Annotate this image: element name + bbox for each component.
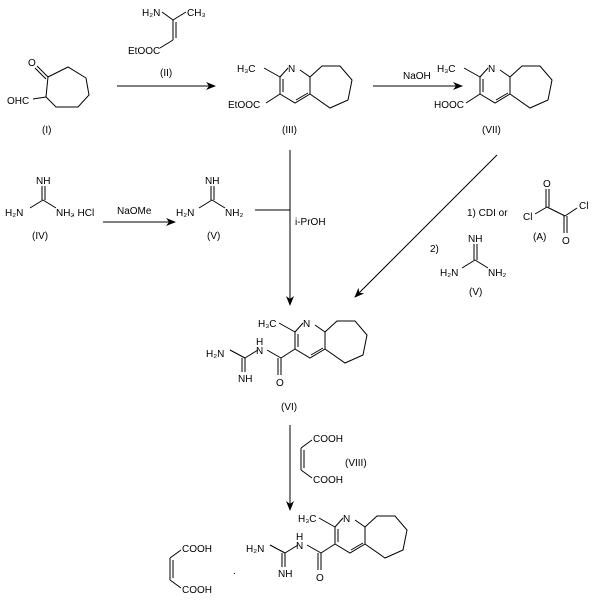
oxo-label: O (28, 58, 36, 69)
amine-label: H₂N (246, 544, 264, 555)
oxygen-label: O (543, 179, 551, 190)
amine-label: NH₂ (488, 268, 506, 279)
acid-label: COOH (182, 585, 212, 596)
compound-VI: H₃C N H₂N N H NH O (VI) (206, 319, 368, 413)
nitrogen-label: N (288, 64, 295, 75)
acid-label: COOH (313, 434, 343, 445)
step-2-label: 2) (430, 244, 439, 255)
amine-label: NH₂ (56, 208, 74, 219)
amine-label: H₂N (142, 8, 160, 19)
acid-label: COOH (182, 544, 212, 555)
acid-label: COOH (313, 475, 343, 486)
reagent-naoh: NaOH (403, 71, 431, 82)
reagent-iproh: i-PrOH (295, 217, 326, 228)
amine-label: H₂N (206, 349, 224, 360)
nitrogen-label: N (343, 514, 350, 525)
compound-label: (I) (42, 125, 51, 136)
methyl-label: H₃C (237, 64, 256, 75)
methyl-label: H₃C (258, 319, 277, 330)
reagent-naome: NaOMe (117, 206, 152, 217)
compound-V-reagent: NH H₂N NH₂ (V) (440, 234, 506, 298)
chlorine-label: Cl (579, 201, 588, 212)
compound-IV: NH H₂N NH₂ . HCl (IV) (5, 176, 94, 242)
compound-VII: H₃C N HOOC (VII) (434, 64, 553, 136)
oxygen-label: O (562, 236, 570, 247)
compound-label: (VI) (281, 402, 297, 413)
compound-label: (V) (469, 287, 482, 298)
salt-dot: . (233, 566, 236, 577)
methyl-label: H₃C (437, 64, 456, 75)
compound-label: (V) (207, 231, 220, 242)
step-1-label: 1) CDI or (467, 208, 508, 219)
product-maleate-salt: COOH COOH . H₃C N H₂N N H NH O (169, 514, 408, 596)
compound-label: (A) (533, 232, 546, 243)
nitrogen-label: N (488, 64, 495, 75)
compound-II: H₂N CH₃ EtOOC (II) (128, 8, 206, 79)
formyl-label: OHC (7, 96, 29, 107)
compound-VIII: COOH COOH (VIII) (300, 434, 367, 486)
oxygen-label: O (276, 378, 284, 389)
imine-label: NH (238, 374, 252, 385)
compound-I: O OHC (I) (7, 58, 90, 136)
acid-label: HOOC (434, 100, 464, 111)
compound-label: (II) (160, 68, 172, 79)
imine-label: NH (468, 234, 482, 245)
compound-V: NH H₂N NH₂ (V) (176, 176, 243, 242)
imine-label: NH (278, 569, 292, 580)
compound-III: H₃C N EtOOC (III) (228, 64, 353, 136)
oxygen-label: O (316, 573, 324, 584)
methyl-label: H₃C (298, 514, 317, 525)
nitrogen-label: N (303, 319, 310, 330)
compound-A: Cl Cl O O (A) (523, 179, 588, 247)
reaction-arrow (354, 154, 498, 298)
amide-hydrogen-label: H (296, 532, 303, 543)
amide-hydrogen-label: H (256, 337, 263, 348)
compound-label: (III) (282, 125, 297, 136)
compound-label: (VIII) (345, 458, 367, 469)
amine-label: H₂N (440, 268, 458, 279)
amide-nitrogen-label: N (296, 541, 303, 552)
amide-nitrogen-label: N (256, 346, 263, 357)
methyl-label: CH₃ (187, 8, 206, 19)
imine-label: NH (36, 176, 50, 187)
compound-label: (IV) (32, 231, 48, 242)
ester-label: EtOOC (228, 100, 260, 111)
chlorine-label: Cl (523, 212, 532, 223)
imine-label: NH (205, 176, 219, 187)
compound-label: (VII) (482, 125, 501, 136)
amine-label: NH₂ (225, 208, 243, 219)
ester-label: EtOOC (128, 46, 160, 57)
salt-label: . HCl (72, 208, 94, 219)
amine-label: H₂N (176, 208, 194, 219)
amine-label: H₂N (5, 208, 23, 219)
